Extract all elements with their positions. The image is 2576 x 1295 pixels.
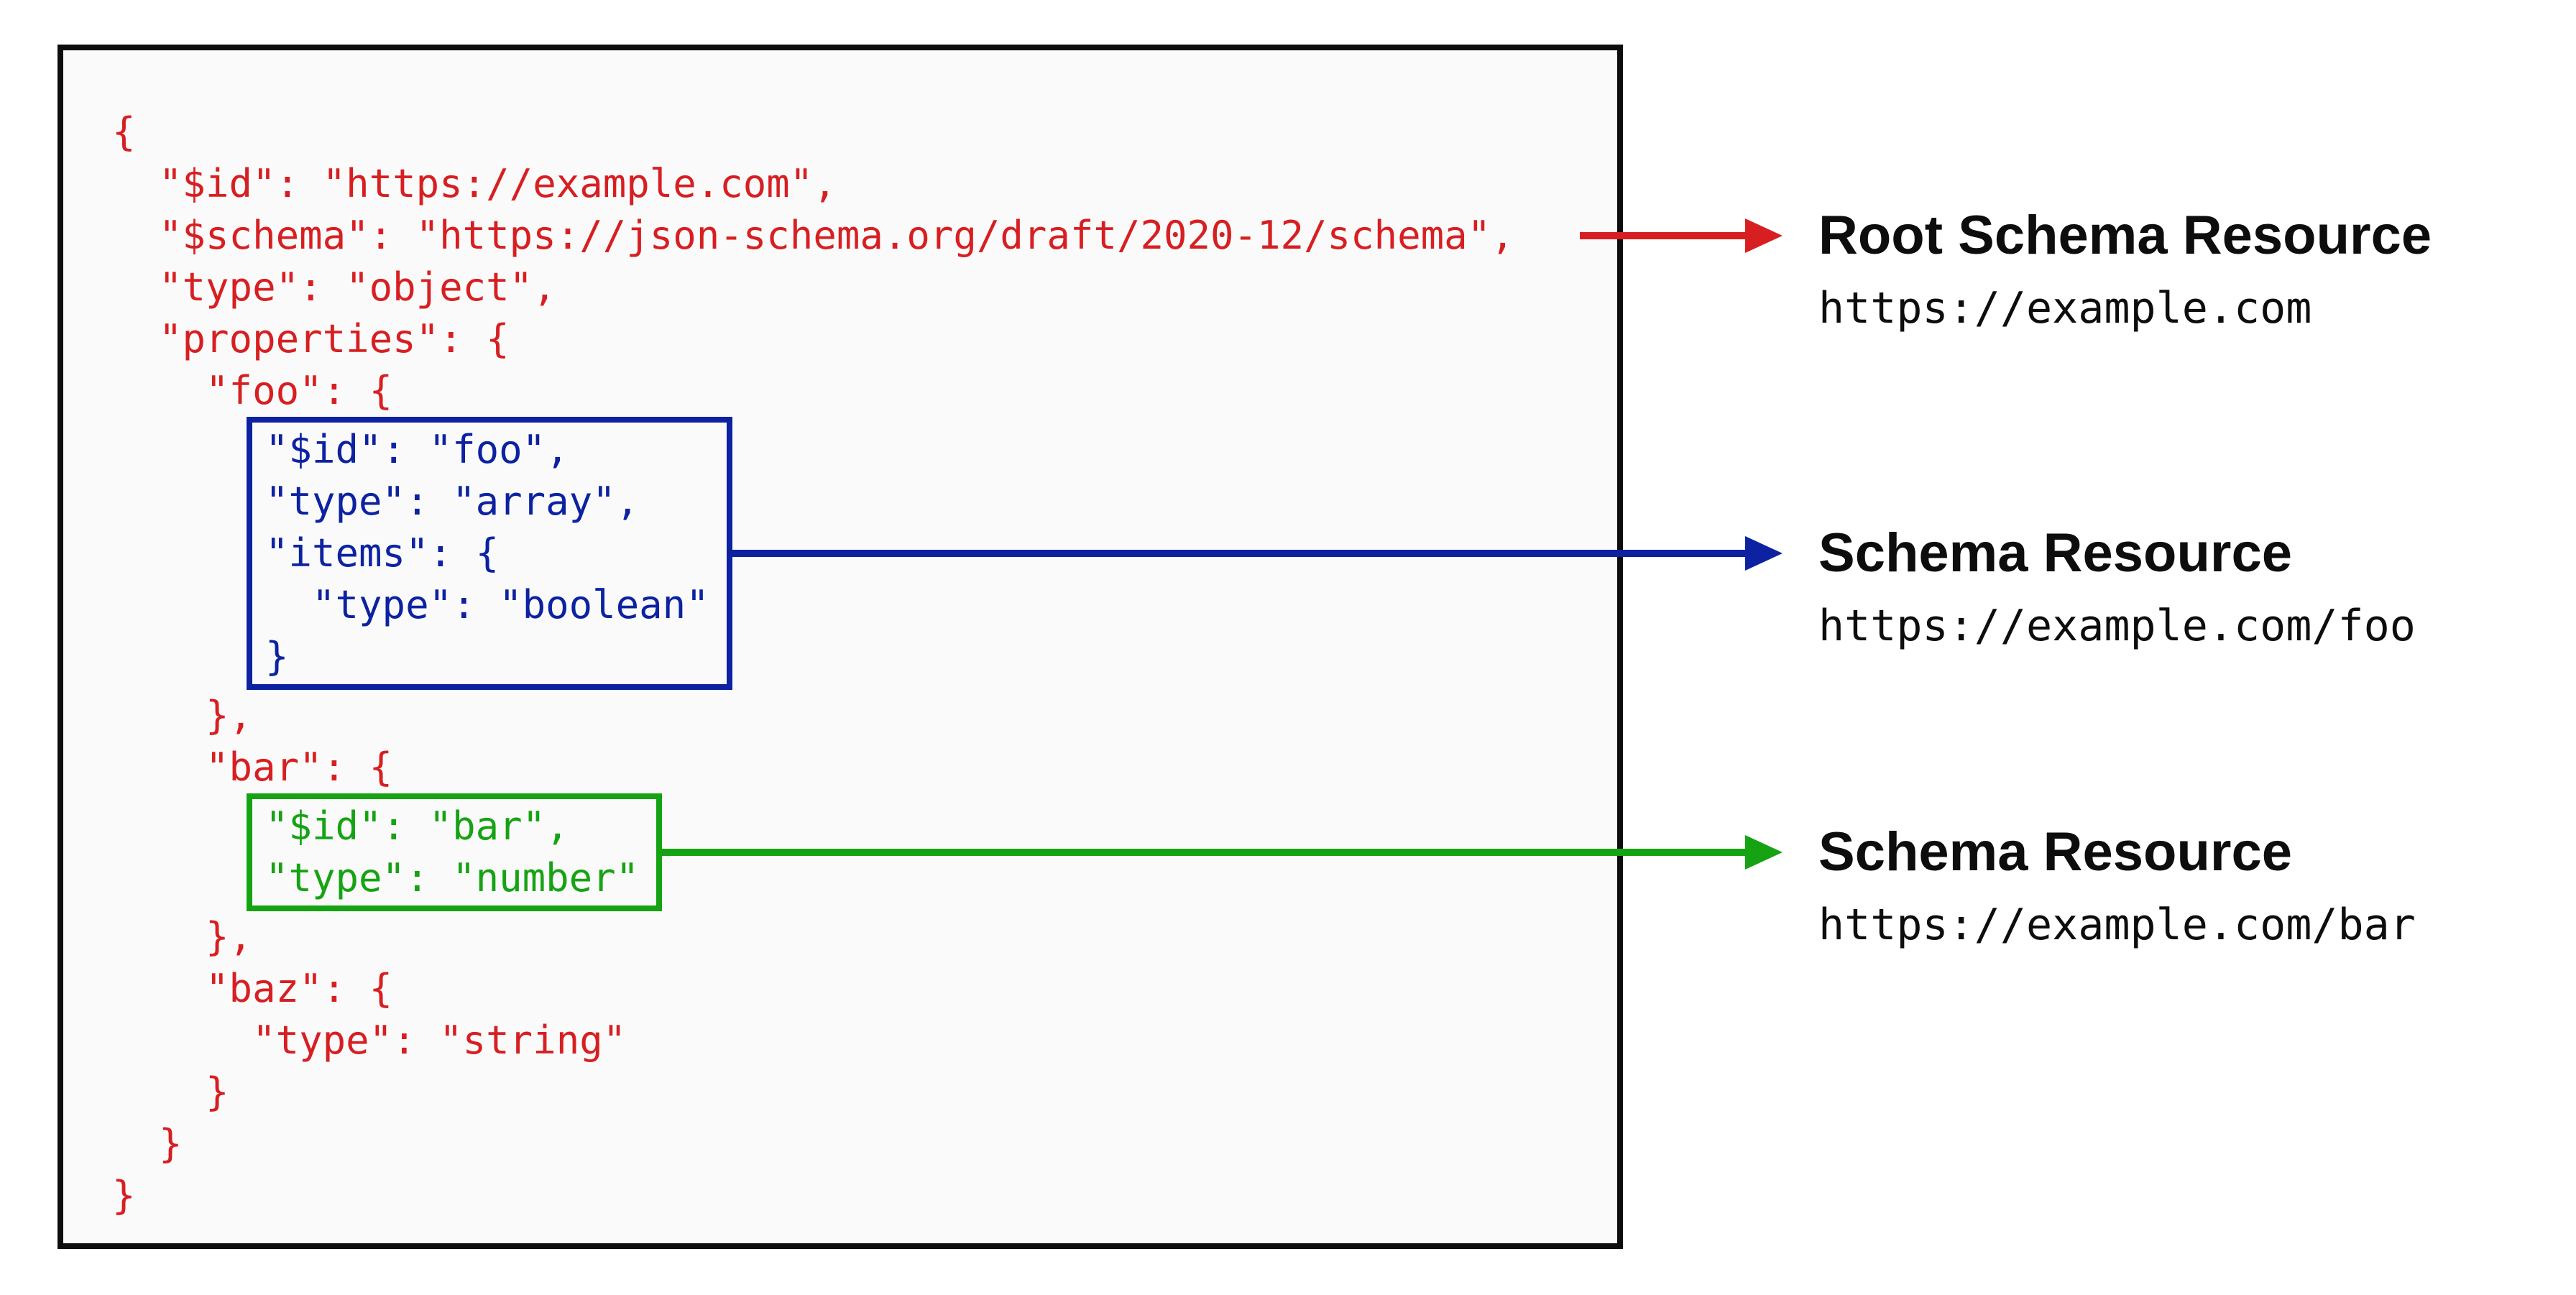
code-line: "type": "object", [112, 264, 556, 310]
code-line: { [112, 109, 136, 155]
arrow-shaft [658, 849, 1747, 856]
code-line-schema: "$schema": "https://json-schema.org/draf… [112, 213, 1514, 258]
code-line: "$id": "bar", [265, 803, 569, 849]
code-line: } [265, 634, 289, 679]
arrow-shaft [1580, 232, 1747, 239]
code-line: } [112, 1069, 229, 1115]
code-line: "type": "boolean" [265, 582, 709, 627]
code-line: "items": { [265, 530, 500, 576]
bar-schema-annotation: Schema Resource https://example.com/bar [1818, 821, 2566, 951]
code-line: } [112, 1121, 183, 1166]
bar-schema-resource-box: "$id": "bar", "type": "number" [247, 793, 663, 911]
arrowhead-icon [1745, 536, 1782, 571]
annotation-url: https://example.com/bar [1818, 900, 2416, 950]
code-line: "baz": { [112, 966, 393, 1011]
code-line: "type": "array", [265, 479, 640, 524]
annotation-url: https://example.com/foo [1818, 601, 2416, 651]
annotation-title: Schema Resource [1818, 821, 2292, 882]
code-line: }, [112, 693, 253, 738]
code-line: "foo": { [112, 368, 393, 413]
annotation-title: Schema Resource [1818, 522, 2292, 584]
code-line: "$id": "https://example.com", [112, 161, 837, 206]
code-line: "type": "string" [112, 1018, 627, 1063]
foo-schema-resource-box: "$id": "foo", "type": "array", "items": … [247, 417, 732, 690]
arrowhead-icon [1745, 218, 1782, 253]
code-line: } [112, 1173, 136, 1218]
code-line: "type": "number" [265, 855, 640, 900]
code-line: "$id": "foo", [265, 427, 569, 472]
schema-code-panel: { "$id": "https://example.com", "$schema… [58, 45, 1623, 1249]
annotation-title: Root Schema Resource [1818, 205, 2432, 266]
code-line: "properties": { [112, 316, 510, 361]
annotation-url: https://example.com [1818, 283, 2312, 333]
arrowhead-icon [1745, 835, 1782, 870]
code-line: "bar": { [112, 745, 393, 790]
foo-schema-annotation: Schema Resource https://example.com/foo [1818, 522, 2566, 652]
root-schema-annotation: Root Schema Resource https://example.com [1818, 204, 2566, 334]
code-line: }, [112, 914, 253, 959]
arrow-shaft [727, 550, 1747, 557]
